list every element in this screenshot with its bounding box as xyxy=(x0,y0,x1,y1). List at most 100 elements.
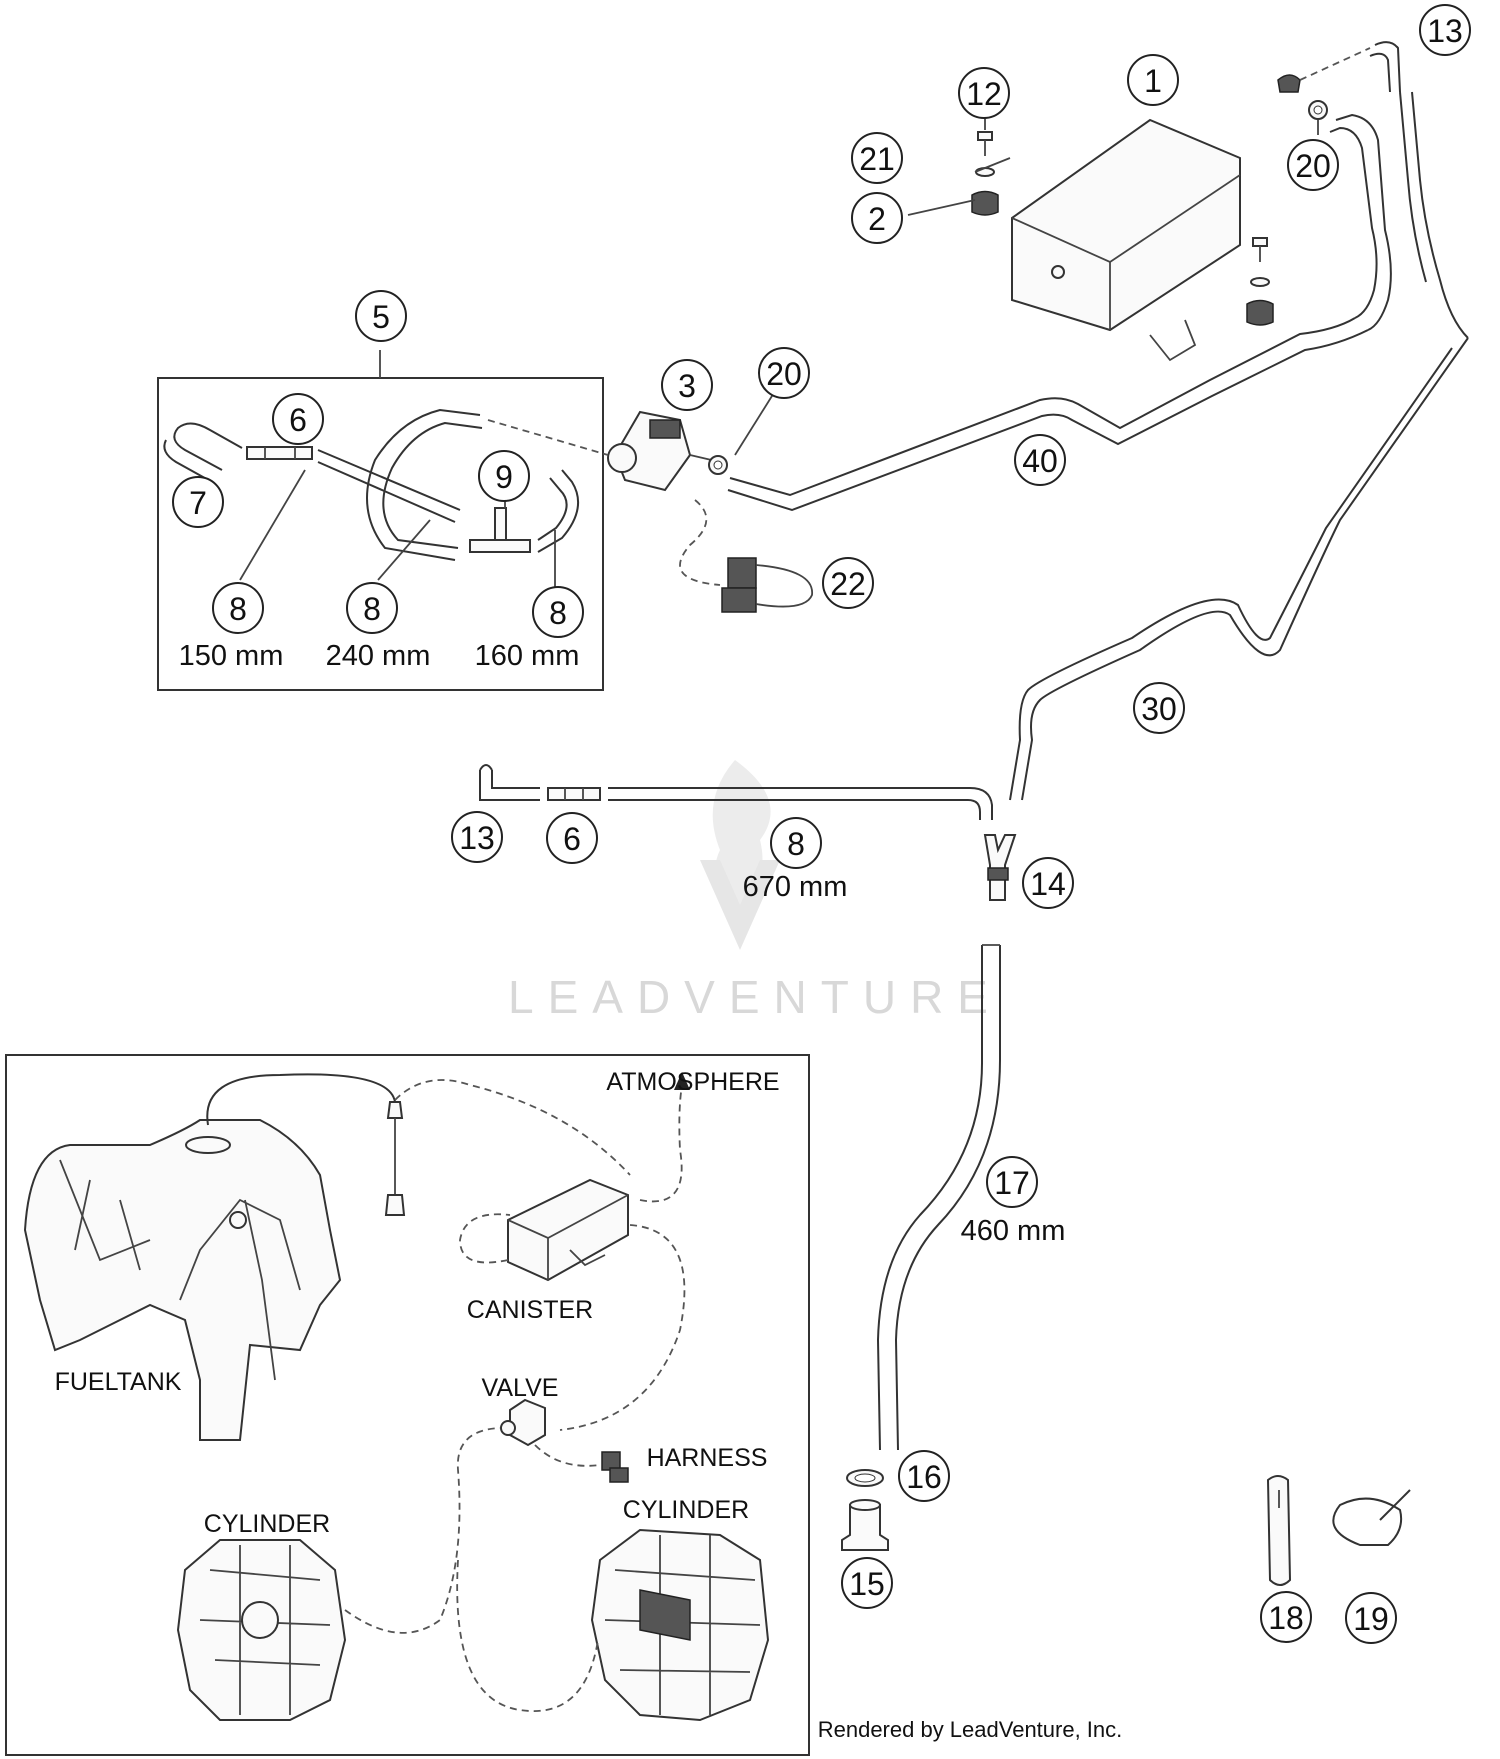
callout-c9: 9 xyxy=(478,450,530,502)
callout-circle xyxy=(851,132,903,184)
callout-number: 22 xyxy=(830,566,866,602)
callout-number: 8 xyxy=(787,826,805,862)
callout-c13a: 13 xyxy=(1419,4,1471,56)
callout-c5: 5 xyxy=(355,290,407,342)
callout-circle xyxy=(986,1156,1038,1208)
callout-number: 17 xyxy=(994,1165,1030,1201)
schematic-harness xyxy=(534,1444,629,1483)
callout-number: 9 xyxy=(495,459,513,495)
callout-c6a: 6 xyxy=(272,393,324,445)
watermark: LEADVENTURE xyxy=(508,760,1002,1023)
fitting-15 xyxy=(841,1499,889,1551)
callout-circle xyxy=(1127,54,1179,106)
hose-17-460mm xyxy=(876,944,1001,1451)
label-canister: CANISTER xyxy=(467,1296,593,1324)
hose-clamps-top xyxy=(1277,47,1371,120)
callout-c30: 30 xyxy=(1133,682,1185,734)
cable-tie-19 xyxy=(1332,1489,1411,1546)
kit-to-valve-line xyxy=(487,419,609,456)
callout-c8a: 8 xyxy=(212,582,264,634)
callout-circle xyxy=(851,192,903,244)
callout-circle xyxy=(1260,1591,1312,1643)
dim-670mm: 670 mm xyxy=(743,871,848,903)
callout-number: 20 xyxy=(1295,148,1331,184)
callout-c2: 2 xyxy=(851,192,903,244)
hose-30-part xyxy=(1009,91,1469,801)
callout-circle xyxy=(958,67,1010,119)
label-cylinder-right: CYLINDER xyxy=(623,1496,749,1524)
callout-number: 5 xyxy=(372,299,390,335)
cable-tie-holder-18 xyxy=(1266,1475,1292,1586)
callout-circle xyxy=(355,290,407,342)
callout-circle xyxy=(451,811,503,863)
dim-240mm: 240 mm xyxy=(326,640,431,672)
callout-circle xyxy=(1014,434,1066,486)
valve-clamp xyxy=(708,455,728,475)
callout-circle xyxy=(1419,4,1471,56)
callout-c40: 40 xyxy=(1014,434,1066,486)
callout-c15: 15 xyxy=(841,1557,893,1609)
callout-c22: 22 xyxy=(822,557,874,609)
callout-number: 19 xyxy=(1353,1601,1389,1637)
callout-c20b: 20 xyxy=(1287,139,1339,191)
callout-c16: 16 xyxy=(898,1450,950,1502)
callout-circle xyxy=(770,817,822,869)
y-connector-14 xyxy=(983,834,1017,901)
callout-c20a: 20 xyxy=(758,347,810,399)
callout-number: 8 xyxy=(229,591,247,627)
label-fueltank: FUELTANK xyxy=(55,1368,182,1396)
callout-number: 30 xyxy=(1141,691,1177,727)
purge-valve-part xyxy=(607,410,721,492)
callout-circle xyxy=(841,1557,893,1609)
callout-c21: 21 xyxy=(851,132,903,184)
callout-number: 3 xyxy=(678,368,696,404)
schematic-line-valve-cylinder-right xyxy=(456,1559,599,1712)
schematic-line-tank-canister xyxy=(394,1079,631,1176)
callout-circle xyxy=(1022,857,1074,909)
callout-number: 21 xyxy=(859,141,895,177)
callout-number: 12 xyxy=(966,76,1002,112)
callout-c18: 18 xyxy=(1260,1591,1312,1643)
render-credit: Rendered by LeadVenture, Inc. xyxy=(818,1717,1123,1742)
callout-circle xyxy=(212,582,264,634)
callout-number: 6 xyxy=(289,402,307,438)
watermark-text: LEADVENTURE xyxy=(508,971,1002,1023)
dim-160mm: 160 mm xyxy=(475,640,580,672)
schematic-cylinder-left xyxy=(176,1539,347,1721)
callout-circle xyxy=(346,582,398,634)
atmosphere-arrow-icon xyxy=(674,1072,690,1090)
callout-circle xyxy=(272,393,324,445)
callout-c19: 19 xyxy=(1345,1592,1397,1644)
schematic-line-atmosphere xyxy=(639,1084,683,1203)
schematic-valve xyxy=(500,1398,546,1447)
callout-circle xyxy=(532,586,584,638)
system-schematic xyxy=(5,1054,810,1756)
hose-8-670mm-row xyxy=(479,764,993,820)
callout-c8b: 8 xyxy=(346,582,398,634)
callout-c1: 1 xyxy=(1127,54,1179,106)
callout-number: 7 xyxy=(189,485,207,521)
callout-number: 40 xyxy=(1022,443,1058,479)
label-harness: HARNESS xyxy=(647,1444,768,1472)
callout-c8d: 8 xyxy=(770,817,822,869)
callout-c13b: 13 xyxy=(451,811,503,863)
callout-number: 1 xyxy=(1144,63,1162,99)
schematic-cylinder-right xyxy=(590,1528,770,1722)
canister-part xyxy=(1011,118,1241,362)
callout-circle xyxy=(1287,139,1339,191)
callout-number: 16 xyxy=(906,1459,942,1495)
callout-number: 14 xyxy=(1030,866,1066,902)
schematic-line-valve-cylinder-left xyxy=(344,1427,501,1634)
callout-c6b: 6 xyxy=(546,812,598,864)
label-cylinder-left: CYLINDER xyxy=(204,1510,330,1538)
callout-circle xyxy=(758,347,810,399)
label-atmosphere: ATMOSPHERE xyxy=(606,1068,779,1096)
callout-number: 13 xyxy=(1427,13,1463,49)
schematic-line-canister-valve xyxy=(559,1224,686,1431)
callout-circle xyxy=(172,476,224,528)
canister-mounting-hardware xyxy=(971,131,1274,326)
callout-c12: 12 xyxy=(958,67,1010,119)
callout-number: 15 xyxy=(849,1566,885,1602)
